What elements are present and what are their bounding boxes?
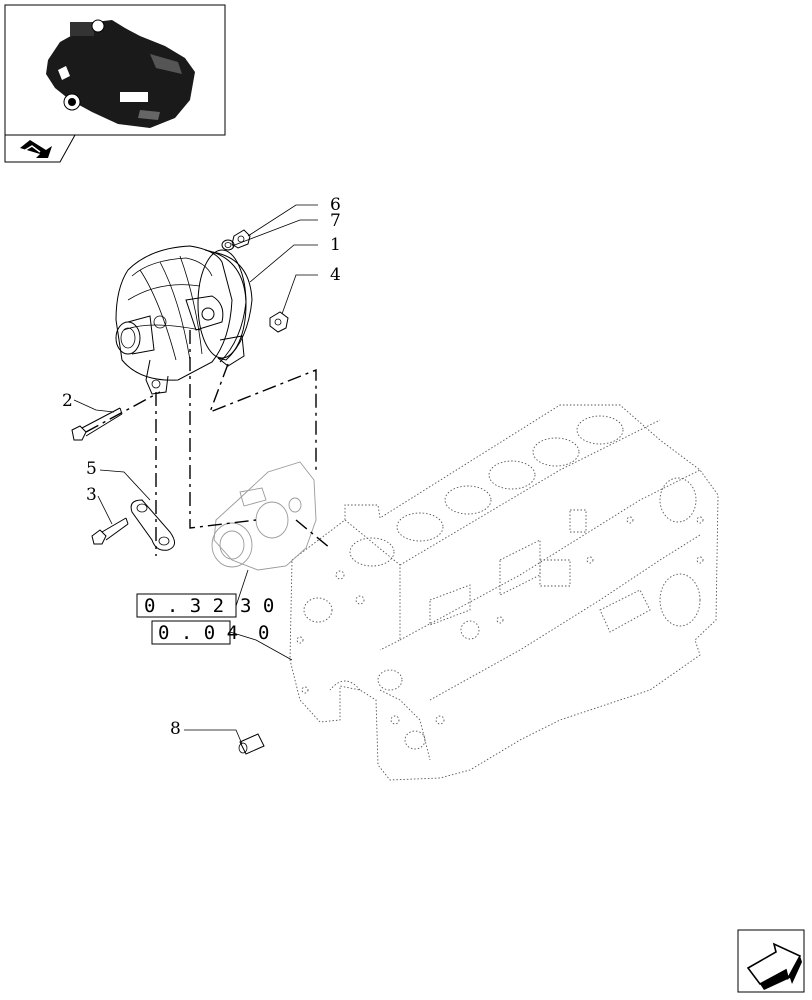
reference-0-04[interactable]: 0 . 0 4 0	[151, 620, 269, 645]
part-label-7: 7	[330, 211, 341, 231]
part-labels: 6 7 1 4 2 5 3 8	[62, 195, 341, 739]
part-label-3: 3	[86, 485, 97, 505]
bolt-part-2[interactable]	[71, 407, 123, 441]
engine-block	[289, 404, 719, 781]
spacer-part-4[interactable]	[269, 311, 289, 333]
reference-0-04-code: 0 . 0 4	[158, 622, 238, 644]
alternator[interactable]	[115, 245, 253, 395]
part-label-4: 4	[330, 265, 341, 285]
reference-0-32-code: 0 . 3 2	[144, 595, 224, 617]
sleeve-part-8[interactable]	[238, 733, 265, 755]
part-label-6: 6	[330, 195, 341, 215]
reference-0-04-suffix: 0	[258, 622, 269, 644]
nut-part-6[interactable]	[231, 229, 251, 249]
alternator-bracket-ghost	[211, 461, 317, 571]
part-label-5: 5	[86, 459, 97, 479]
bolt-part-3[interactable]	[91, 517, 129, 545]
strap-part-5[interactable]	[130, 499, 175, 551]
reference-0-32[interactable]: 0 . 3 2 3 0	[136, 593, 274, 618]
engine-thumbnail[interactable]	[4, 4, 226, 136]
reference-0-32-suffix: 3 0	[240, 595, 274, 617]
part-label-8: 8	[170, 719, 181, 739]
part-label-1: 1	[330, 235, 341, 255]
next-page-button[interactable]	[737, 929, 805, 993]
next-page-arrow-icon	[746, 942, 802, 990]
part-label-2: 2	[62, 391, 73, 411]
leader-lines	[73, 204, 318, 745]
page-arrow-icon	[20, 140, 52, 158]
engine-thumbnail-icon	[46, 19, 195, 128]
page-nav-tab[interactable]	[4, 134, 76, 163]
assembly-lines	[85, 330, 331, 556]
